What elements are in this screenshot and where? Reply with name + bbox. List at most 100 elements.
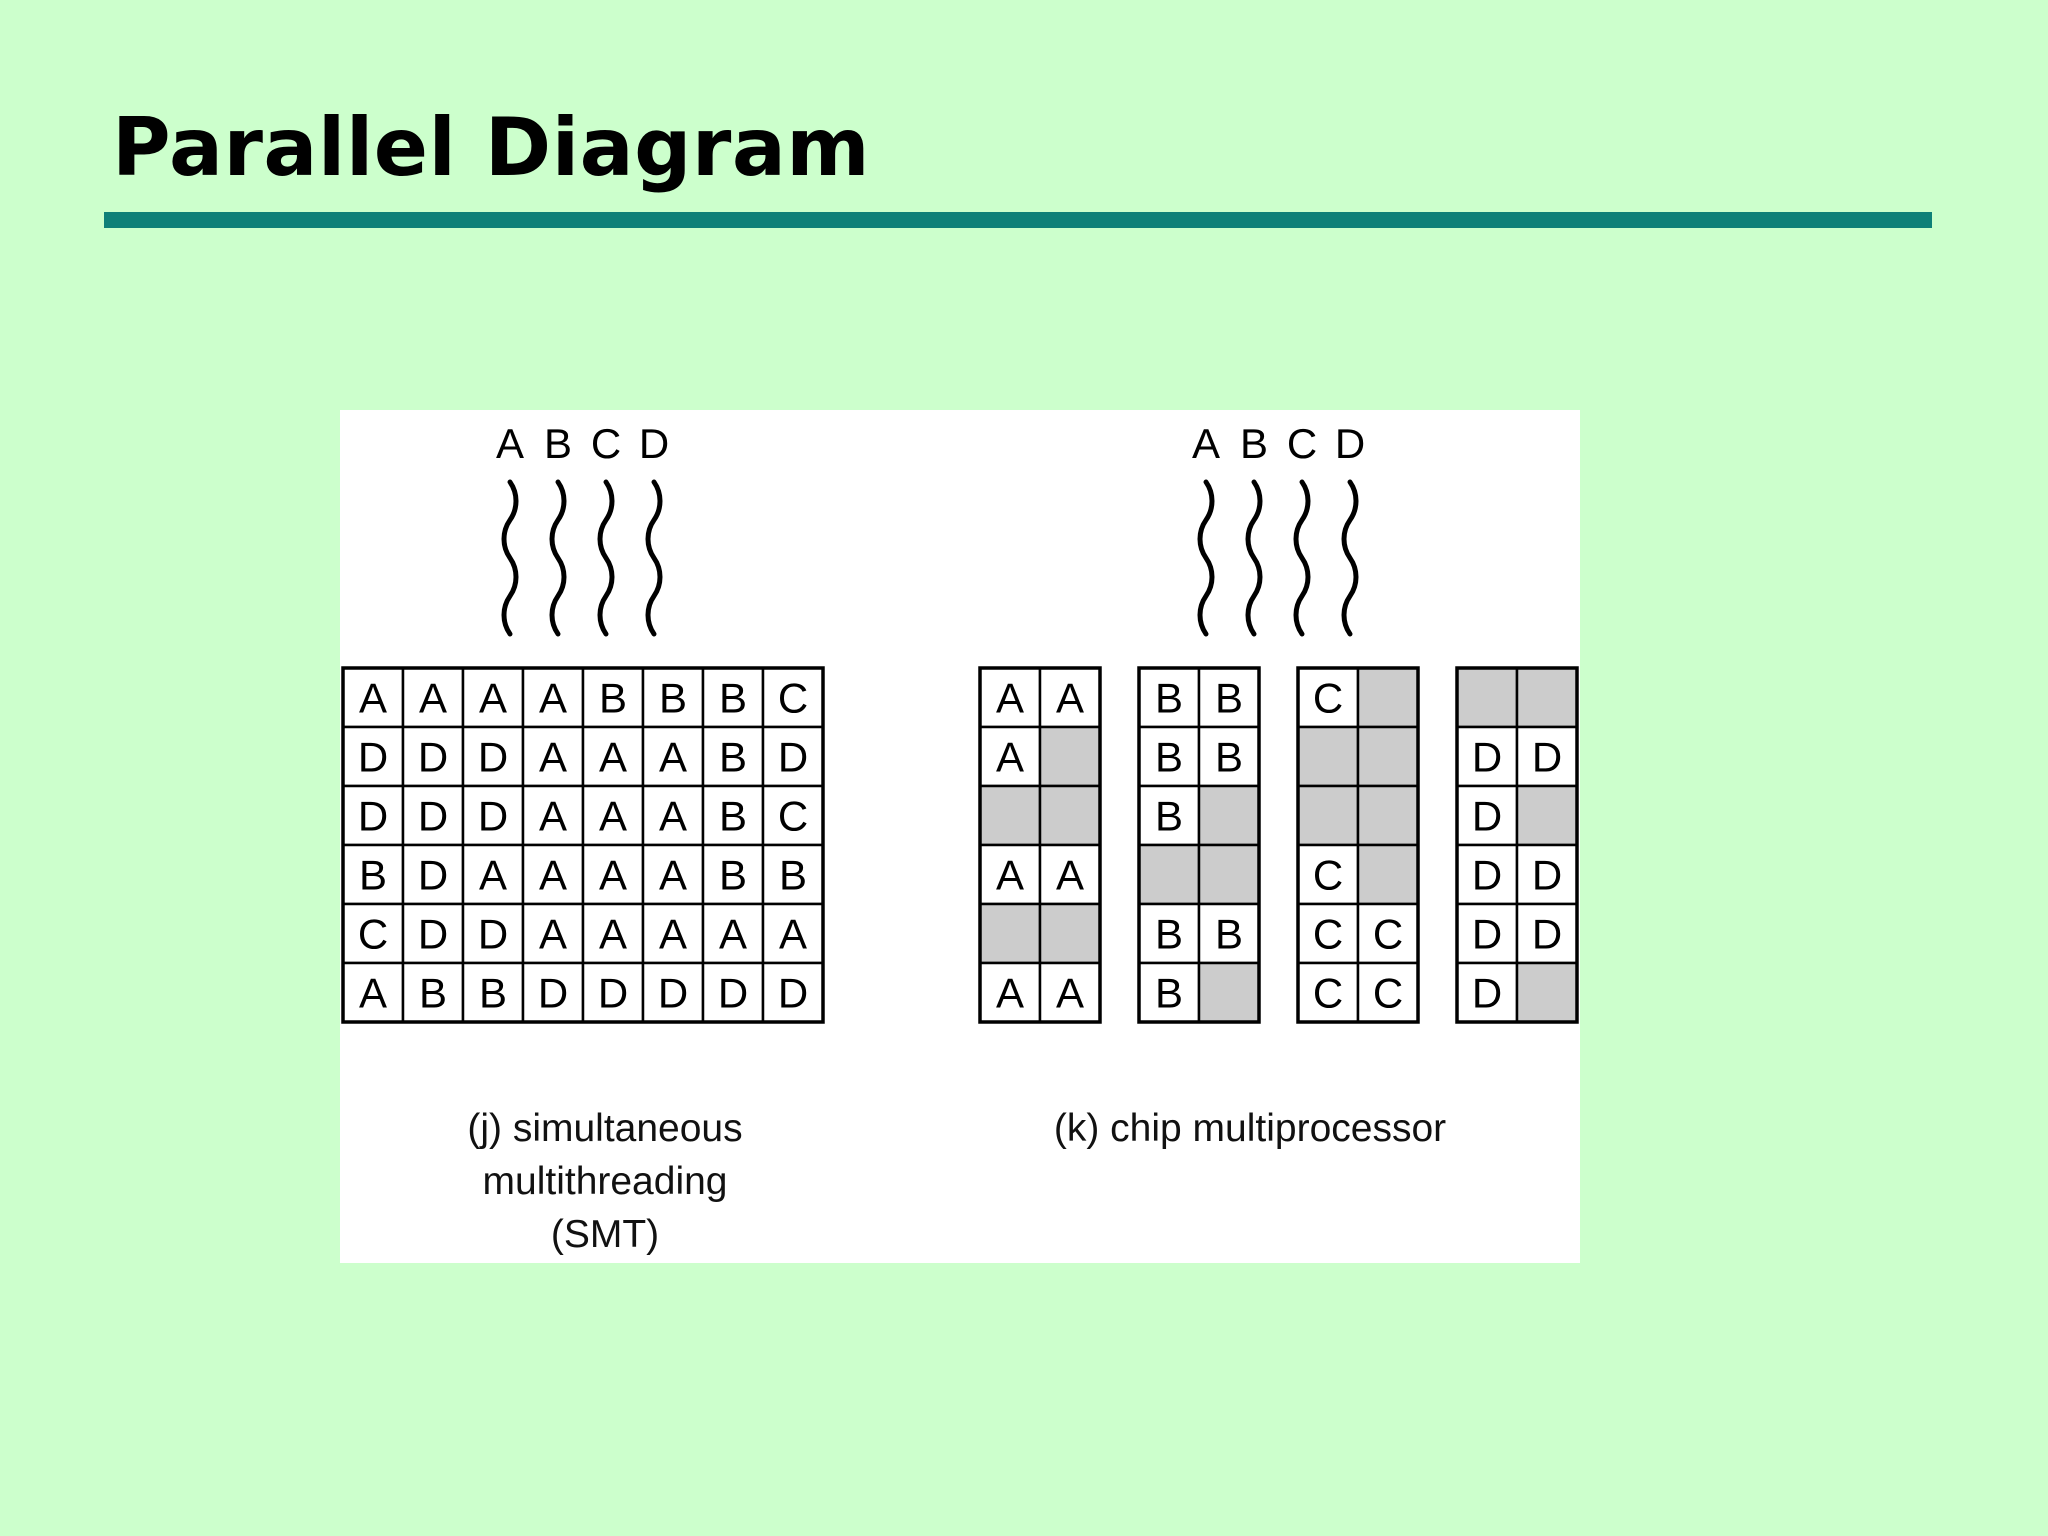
smt-slot: A [521, 902, 585, 965]
slot-thread-letter: A [996, 675, 1024, 722]
slot-thread-letter: A [479, 675, 507, 722]
issue-slot-filled [1296, 961, 1360, 1024]
slot-thread-letter: B [1215, 734, 1243, 781]
slot-thread-letter: D [1532, 911, 1562, 958]
slot-thread-letter: B [719, 793, 747, 840]
slot-thread-letter: A [539, 734, 567, 781]
processor-border [978, 666, 1102, 1024]
cmp-slot: D [1515, 843, 1579, 906]
cmp-slot [1038, 784, 1102, 847]
smt-slot: A [521, 725, 585, 788]
smt-slot: A [641, 843, 705, 906]
slot-thread-letter: B [1155, 675, 1183, 722]
issue-slot-filled [978, 843, 1042, 906]
slot-thread-letter: A [659, 852, 687, 899]
smt-slot: A [341, 666, 405, 729]
smt-thread-wave-a [501, 479, 519, 637]
cmp-thread-wave-d [1341, 479, 1359, 637]
slot-thread-letter: A [539, 793, 567, 840]
smt-caption-line: (SMT) [550, 1213, 660, 1256]
slot-thread-letter: D [1472, 970, 1502, 1017]
smt-slot: B [401, 961, 465, 1024]
issue-slot-filled [1038, 666, 1102, 729]
smt-slot: A [401, 666, 465, 729]
issue-slot-empty [1296, 784, 1360, 847]
slot-thread-letter: D [658, 970, 688, 1017]
slot-thread-letter: B [599, 675, 627, 722]
cmp-slot [1038, 902, 1102, 965]
cmp-slot: C [1296, 666, 1360, 729]
slot-thread-letter: A [1056, 970, 1084, 1017]
issue-slot-empty [978, 902, 1042, 965]
issue-slot-filled [1515, 902, 1579, 965]
smt-slot: C [761, 666, 825, 729]
cmp-thread-wave-a [1197, 479, 1215, 637]
cmp-slot: D [1515, 725, 1579, 788]
cmp-slot: B [1197, 902, 1261, 965]
smt-slot: B [701, 843, 765, 906]
smt-thread-label-b: B [544, 420, 572, 467]
slot-thread-letter: C [778, 793, 808, 840]
slot-thread-letter: B [1155, 911, 1183, 958]
issue-slot-empty [1197, 784, 1261, 847]
cmp-thread-label-b: B [1240, 420, 1268, 467]
issue-slot-empty [1515, 666, 1579, 729]
slot-thread-letter: D [358, 734, 388, 781]
issue-slot-filled [461, 843, 525, 906]
smt-slot: D [461, 784, 525, 847]
cmp-caption: (k) chip multiprocessor [1040, 1102, 1460, 1155]
cmp-thread-label-a: A [1192, 420, 1220, 467]
issue-slot-filled [1296, 843, 1360, 906]
cmp-slot: A [978, 843, 1042, 906]
smt-slot: A [641, 725, 705, 788]
cmp-caption-line: (k) chip multiprocessor [1053, 1107, 1447, 1150]
issue-slot-filled [641, 902, 705, 965]
cmp-slot [1197, 784, 1261, 847]
issue-slot-empty [978, 784, 1042, 847]
slot-thread-letter: B [719, 675, 747, 722]
smt-slot: A [581, 725, 645, 788]
slot-thread-letter: A [719, 911, 747, 958]
issue-slot-filled [701, 725, 765, 788]
issue-slot-filled [701, 902, 765, 965]
issue-slot-empty [1197, 843, 1261, 906]
smt-slot: D [401, 784, 465, 847]
issue-slot-filled [461, 902, 525, 965]
slot-thread-letter: D [1472, 734, 1502, 781]
cmp-slot: B [1137, 666, 1201, 729]
issue-slot-empty [1455, 666, 1519, 729]
issue-slot-filled [978, 725, 1042, 788]
slot-thread-letter: A [659, 734, 687, 781]
issue-slot-filled [641, 961, 705, 1024]
issue-slot-empty [1515, 961, 1579, 1024]
smt-slot: D [701, 961, 765, 1024]
cmp-slot: C [1296, 961, 1360, 1024]
smt-slot: A [641, 902, 705, 965]
slot-thread-letter: D [418, 911, 448, 958]
issue-slot-filled [701, 961, 765, 1024]
slot-thread-letter: C [1313, 911, 1343, 958]
issue-slot-filled [1038, 961, 1102, 1024]
issue-slot-filled [701, 843, 765, 906]
slot-thread-letter: B [1215, 675, 1243, 722]
slide-title: Parallel Diagram [112, 101, 871, 194]
smt-slot: A [761, 902, 825, 965]
cmp-slot: B [1137, 725, 1201, 788]
slot-thread-letter: A [479, 852, 507, 899]
issue-slot-filled [1038, 843, 1102, 906]
issue-slot-filled [521, 666, 585, 729]
slot-thread-letter: A [779, 911, 807, 958]
issue-slot-filled [1356, 961, 1420, 1024]
smt-slot: B [701, 784, 765, 847]
slot-thread-letter: A [1056, 675, 1084, 722]
issue-slot-filled [581, 843, 645, 906]
smt-thread-wave-c [597, 479, 615, 637]
slot-thread-letter: A [659, 911, 687, 958]
smt-caption-line: multithreading [482, 1160, 728, 1203]
slot-thread-letter: D [718, 970, 748, 1017]
slot-thread-letter: A [539, 911, 567, 958]
